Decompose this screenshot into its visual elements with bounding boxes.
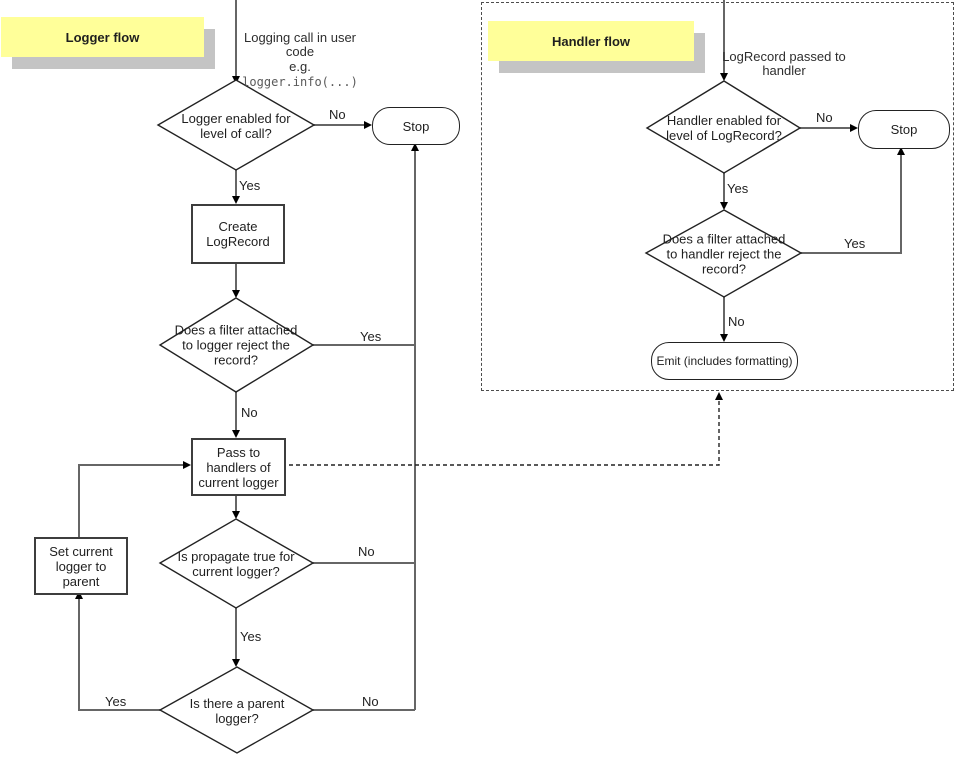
logger-filter-decision-shape (158, 297, 315, 393)
handler-filter-decision-shape (644, 209, 803, 298)
handler-entry-text: LogRecord passed to handler (722, 48, 846, 78)
handler-flow-title-label: Handler flow (551, 33, 630, 49)
handler-enabled-decision-label: Handler enabled for level of LogRecord? (666, 113, 782, 143)
handler-flow-container (481, 2, 954, 391)
edge-label-handler-filter-yes: Yes (844, 236, 866, 251)
logger-flow-title: Logger flow (1, 17, 204, 57)
create-logrecord-node: Create LogRecord (191, 204, 285, 264)
logger-enabled-decision-shape (156, 79, 316, 171)
edge-pass-to-handler-flow-dashed (282, 400, 720, 466)
edge-setparent-to-pass (78, 464, 183, 537)
edge-label-logger-filter-yes: Yes (360, 329, 382, 344)
edge-label-parent-no: No (362, 694, 379, 709)
handler-stop-node: Stop (858, 110, 950, 149)
edge-label-logger-filter-no: No (241, 405, 258, 420)
handler-enabled-decision-shape (645, 80, 802, 174)
edge-parent-yes (78, 599, 160, 711)
logger-enabled-decision-label: Logger enabled for level of call? (181, 111, 291, 141)
edge-label-parent-yes: Yes (105, 694, 127, 709)
logger-entry-text: Logging call in user code e.g. (243, 29, 357, 74)
logger-entry-annotation: Logging call in user code e.g. logger.in… (238, 16, 362, 104)
handler-flow-title: Handler flow (488, 21, 694, 61)
edge-label-propagate-yes: Yes (240, 629, 262, 644)
edge-label-handler-enabled-no: No (816, 110, 833, 125)
edge-label-handler-enabled-yes: Yes (727, 181, 749, 196)
parent-decision-label: Is there a parent logger? (189, 696, 285, 726)
propagate-decision-label: Is propagate true for current logger? (177, 549, 295, 579)
arrowheads (75, 73, 905, 667)
edge-label-propagate-no: No (358, 544, 375, 559)
propagate-decision-shape (158, 518, 315, 609)
pass-to-handlers-node: Pass to handlers of current logger (191, 438, 286, 496)
edge-label-handler-filter-no: No (728, 314, 745, 329)
edge-label-logger-enabled-no: No (329, 107, 346, 122)
logger-filter-decision-label: Does a filter attached to logger reject … (174, 322, 298, 368)
logger-stop-node: Stop (372, 107, 460, 145)
logger-flow-title-label: Logger flow (65, 29, 140, 45)
edge-handler-filter-yes (801, 155, 902, 254)
emit-node: Emit (includes formatting) (651, 342, 798, 380)
handler-filter-decision-label: Does a filter attached to handler reject… (662, 231, 786, 277)
logger-entry-code: logger.info(...) (242, 75, 358, 89)
parent-decision-shape (158, 666, 315, 754)
handler-entry-annotation: LogRecord passed to handler (722, 35, 846, 79)
edge-label-logger-enabled-yes: Yes (239, 178, 261, 193)
set-current-logger-node: Set current logger to parent (34, 537, 128, 595)
